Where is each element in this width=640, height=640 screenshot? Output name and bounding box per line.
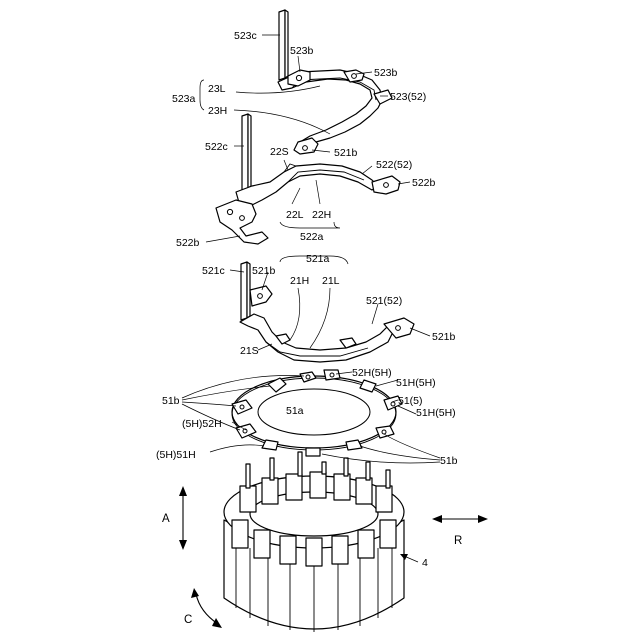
label-22S: 22S: [270, 146, 289, 158]
label-521a: 521a: [306, 253, 330, 265]
label-523b-top: 523b: [290, 45, 314, 57]
label-521b-mid: 521b: [334, 147, 358, 159]
terminal-pin-522c: [242, 114, 248, 190]
label-522a: 522a: [300, 231, 324, 243]
busbar-522: [216, 114, 400, 244]
label-51H-5H-right: 51H(5H): [416, 407, 456, 419]
holder-51: [232, 370, 402, 456]
label-23L: 23L: [208, 83, 226, 95]
label-52H-5H: 52H(5H): [352, 367, 392, 379]
label-21H: 21H: [290, 275, 309, 287]
label-5H-52H: (5H)52H: [182, 418, 222, 430]
label-R: R: [454, 535, 462, 547]
label-522c: 522c: [205, 141, 228, 153]
label-22H: 22H: [312, 209, 331, 221]
tab-522b-left: [216, 200, 268, 244]
label-A: A: [162, 513, 170, 525]
label-51-5: 51(5): [398, 395, 423, 407]
label-C: C: [184, 614, 192, 626]
label-523-52: 523(52): [390, 91, 426, 103]
label-523c: 523c: [234, 30, 257, 42]
label-22L: 22L: [286, 209, 304, 221]
busbar-523: [278, 10, 392, 154]
stator-4: [224, 452, 404, 632]
label-523a: 523a: [172, 93, 196, 105]
label-521c: 521c: [202, 265, 225, 277]
label-21S: 21S: [240, 345, 259, 357]
terminal-pin-521c: [241, 262, 247, 320]
terminal-pin-523c: [279, 10, 285, 80]
label-51b-left: 51b: [162, 395, 180, 407]
label-522b-right: 522b: [412, 177, 436, 189]
label-51b-right: 51b: [440, 455, 458, 467]
label-522-52: 522(52): [376, 159, 412, 171]
label-51H-5H-top: 51H(5H): [396, 377, 436, 389]
label-522b-left: 522b: [176, 237, 200, 249]
busbar-521-strip: [240, 314, 394, 362]
label-521-52: 521(52): [366, 295, 402, 307]
holder-ring-inner-51a: [258, 389, 370, 435]
label-521b-top: 521b: [252, 265, 276, 277]
label-51a: 51a: [286, 405, 304, 417]
label-521b-right: 521b: [432, 331, 456, 343]
label-21L: 21L: [322, 275, 340, 287]
label-5H-51H: (5H)51H: [156, 449, 196, 461]
label-4: 4: [422, 557, 428, 569]
label-23H: 23H: [208, 105, 227, 117]
busbar-522-strip: [236, 164, 378, 206]
label-523b-right: 523b: [374, 67, 398, 79]
